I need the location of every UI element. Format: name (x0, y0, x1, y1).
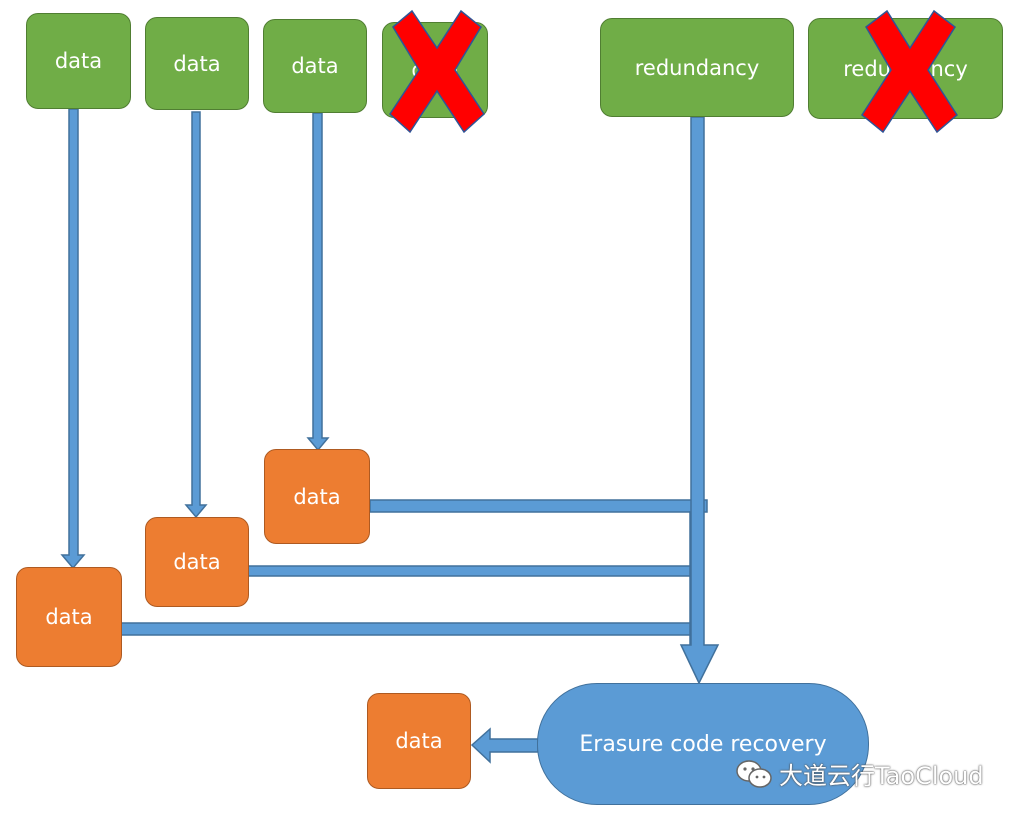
recovered-data-block-a: data (264, 449, 370, 544)
output-data-block: data (367, 693, 471, 789)
redundancy-block-1: redundancy (600, 18, 794, 117)
recovered-data-block-c: data (16, 567, 122, 667)
wechat-icon (736, 759, 772, 788)
data-block-1-label: data (54, 49, 103, 73)
watermark-text: 大道云行TaoCloud (779, 762, 984, 790)
recovered-data-block-a-label: data (293, 484, 341, 509)
connector-data-a (369, 499, 708, 513)
recovered-data-block-b: data (145, 517, 249, 607)
erasure-code-recovery-label: Erasure code recovery (579, 731, 827, 757)
arrow-redundancy-down (679, 116, 720, 685)
redundancy-block-1-label: redundancy (634, 55, 760, 80)
output-data-block-label: data (395, 729, 443, 753)
data-block-2-label: data (173, 51, 221, 76)
data-block-3: data (263, 19, 367, 113)
lost-mark-icon (389, 9, 485, 134)
arrow-data2-down (184, 111, 208, 519)
erasure-code-recovery: Erasure code recovery (537, 683, 869, 805)
recovered-data-block-c-label: data (45, 605, 93, 629)
lost-mark-icon (861, 9, 958, 134)
arrow-data1-down (60, 108, 86, 570)
watermark: 大道云行TaoCloud (735, 756, 984, 791)
arrow-recovery-output (470, 727, 539, 764)
arrow-data3-down (306, 112, 330, 452)
data-block-2: data (145, 17, 249, 110)
recovered-data-block-b-label: data (173, 550, 221, 574)
data-block-3-label: data (291, 54, 339, 78)
data-block-1: data (26, 13, 131, 109)
